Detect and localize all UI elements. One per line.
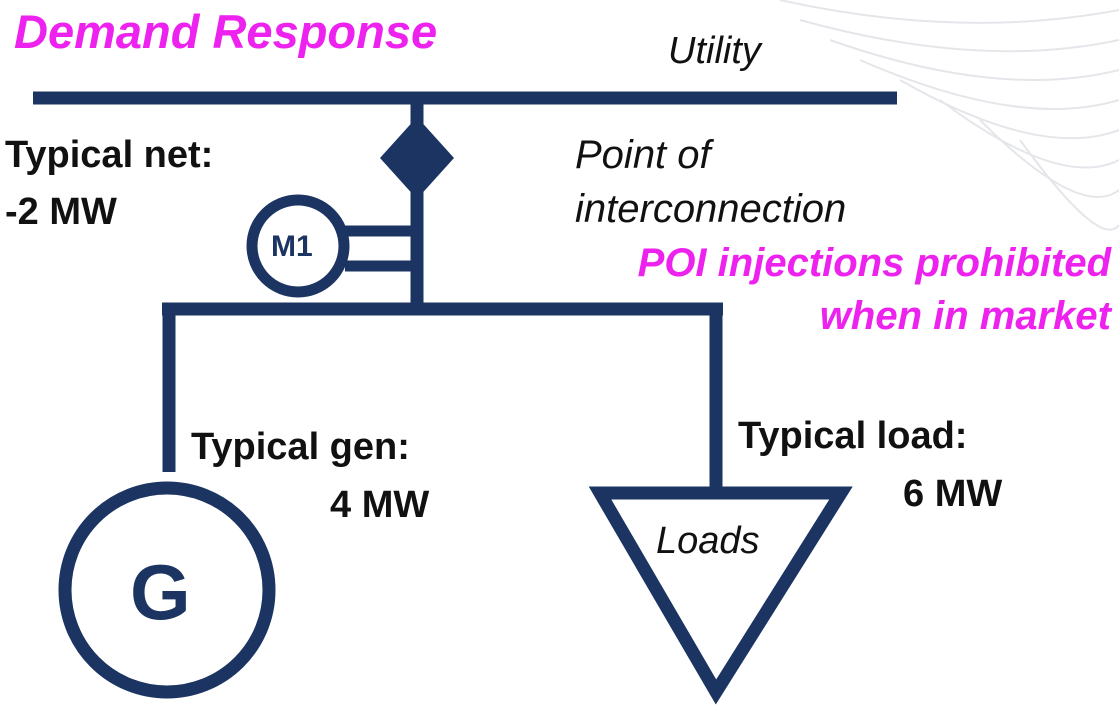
meter-m1-circle xyxy=(246,194,350,298)
typical-gen-label: Typical gen: xyxy=(191,426,410,468)
utility-label: Utility xyxy=(668,30,761,72)
poi-label-line1: Point of xyxy=(575,133,711,177)
poi-label-line2: interconnection xyxy=(575,187,847,231)
typical-load-label: Typical load: xyxy=(738,415,968,457)
meter-m1-label: M1 xyxy=(271,230,313,263)
typical-load-value: 6 MW xyxy=(903,473,1003,515)
generator-label: G xyxy=(130,548,191,636)
typical-net-value: -2 MW xyxy=(5,191,117,233)
poi-diamond xyxy=(380,117,454,199)
diagram-title: Demand Response xyxy=(14,5,438,58)
typical-gen-value: 4 MW xyxy=(330,484,430,526)
generator-circle xyxy=(58,481,276,699)
background-pattern xyxy=(779,0,1119,231)
poi-note-line2: when in market xyxy=(819,294,1111,338)
typical-net-label: Typical net: xyxy=(5,134,214,176)
loads-label: Loads xyxy=(656,520,760,562)
load-triangle xyxy=(588,486,853,705)
poi-note-line1: POI injections prohibited xyxy=(637,241,1111,285)
